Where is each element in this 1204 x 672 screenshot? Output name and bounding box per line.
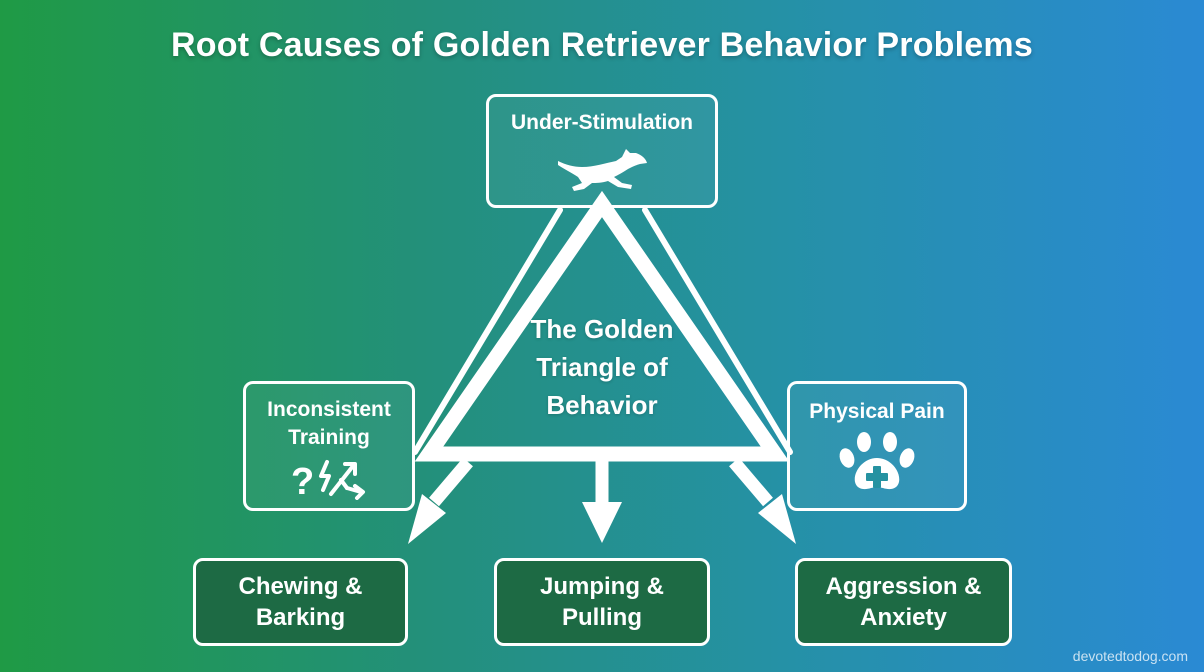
outcome-label-jumping-line-1: Jumping & — [540, 573, 664, 600]
arrow-middle-head — [582, 502, 622, 543]
outcome-label-aggression-line-2: Anxiety — [860, 604, 947, 631]
arrow-right-shaft — [729, 457, 773, 507]
outcome-box-chewing-barking: Chewing & Barking — [193, 558, 408, 646]
running-dog-icon — [552, 143, 652, 200]
cause-box-physical-pain: Physical Pain — [787, 381, 967, 511]
page-title: Root Causes of Golden Retriever Behavior… — [171, 26, 1033, 64]
cause-box-under-stimulation: Under-Stimulation — [486, 94, 718, 208]
outcome-label-chewing-line-2: Barking — [255, 604, 346, 631]
outcome-box-jumping-pulling: Jumping & Pulling — [494, 558, 710, 646]
triangle-outer-left-line — [412, 207, 563, 455]
cause-box-inconsistent-training: Inconsistent Training ? — [243, 381, 415, 511]
arrow-left-shaft — [429, 457, 473, 507]
watermark: devotedtodog.com — [1072, 648, 1188, 664]
cause-label-inconsistent-training-line-1: Inconsistent — [267, 398, 391, 421]
paw-medical-cross-icon — [837, 432, 917, 499]
outcome-label-aggression-line-1: Aggression & — [825, 573, 982, 600]
triangle-shape — [414, 190, 790, 462]
center-line-2: Triangle of — [536, 352, 668, 382]
outcome-label-chewing-line-1: Chewing & — [238, 573, 363, 600]
svg-text:?: ? — [291, 461, 314, 500]
cause-label-physical-pain: Physical Pain — [809, 400, 945, 423]
cause-label-inconsistent-training-line-2: Training — [288, 426, 370, 449]
triangle-center-label: The Golden Triangle of Behavior — [490, 310, 714, 424]
cause-label-under-stimulation: Under-Stimulation — [511, 111, 693, 134]
triangle-outer-right-line — [642, 207, 793, 455]
arrow-left-head — [408, 494, 446, 544]
question-lightning-arrows-icon: ? — [287, 456, 371, 505]
center-line-1: The Golden — [530, 314, 674, 344]
outcome-box-aggression-anxiety: Aggression & Anxiety — [795, 558, 1012, 646]
center-line-3: Behavior — [546, 390, 658, 420]
arrow-right-head — [758, 494, 796, 544]
outcome-label-jumping-line-2: Pulling — [562, 604, 642, 631]
